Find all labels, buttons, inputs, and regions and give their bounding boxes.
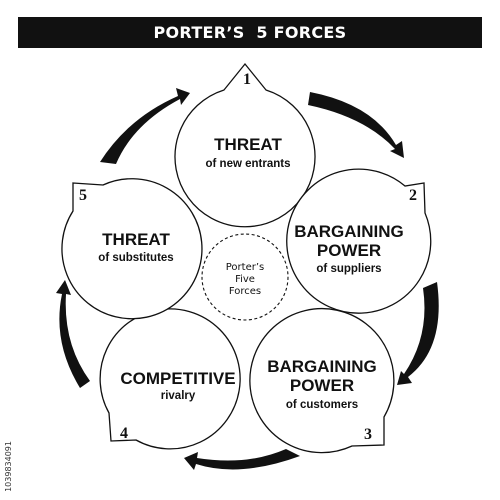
force-circle-5 [61, 178, 203, 320]
center-dashed-circle [201, 233, 289, 321]
force-3-title-line-2: POWER [290, 376, 354, 395]
force-2-subtitle: of suppliers [316, 263, 381, 275]
diagram-title: PORTER’S 5 FORCES [153, 23, 347, 42]
arrow-2-to-3 [397, 282, 439, 385]
stock-image-id: 1039834091 [4, 441, 13, 492]
force-5-title-line-1: THREAT [102, 230, 170, 249]
center-hub: Porter’s Five Forces [201, 233, 289, 321]
force-number-1: 1 [243, 71, 251, 88]
arrow-3-to-4 [184, 449, 300, 470]
force-circle-1 [174, 62, 316, 228]
center-label-line-1: Porter’s [226, 262, 264, 273]
center-label-line-2: Five [235, 274, 255, 285]
force-number-4: 4 [120, 425, 128, 442]
force-threat-new-entrants: 1 THREAT of new entrants [174, 62, 316, 228]
force-number-3: 3 [364, 426, 372, 443]
force-5-subtitle: of substitutes [98, 252, 173, 264]
force-competitive-rivalry: 4 COMPETITIVE rivalry [99, 308, 241, 450]
force-circle-3 [249, 308, 395, 454]
force-number-2: 2 [409, 187, 417, 204]
force-2-title-line-1: BARGAINING [294, 222, 404, 241]
arrow-1-to-2 [308, 92, 404, 158]
arrow-4-to-5 [56, 280, 90, 388]
force-4-subtitle: rivalry [161, 390, 196, 402]
title-banner: PORTER’S 5 FORCES [18, 17, 482, 48]
center-label-line-3: Forces [229, 286, 261, 297]
force-4-title-line-1: COMPETITIVE [120, 369, 235, 388]
force-3-title-line-1: BARGAINING [267, 357, 377, 376]
force-bargaining-customers: 3 BARGAINING POWER of customers [249, 308, 395, 454]
force-1-title-line-1: THREAT [214, 135, 282, 154]
force-2-title-line-2: POWER [317, 241, 381, 260]
arrow-5-to-1 [100, 88, 190, 164]
force-circle-2 [286, 168, 432, 314]
force-bargaining-suppliers: 2 BARGAINING POWER of suppliers [286, 168, 432, 314]
force-circle-4 [99, 308, 241, 450]
force-number-5: 5 [79, 187, 87, 204]
force-1-subtitle: of new entrants [206, 158, 291, 170]
force-3-subtitle: of customers [286, 399, 358, 411]
force-threat-substitutes: 5 THREAT of substitutes [61, 178, 203, 320]
cycle-arrows [56, 88, 439, 470]
